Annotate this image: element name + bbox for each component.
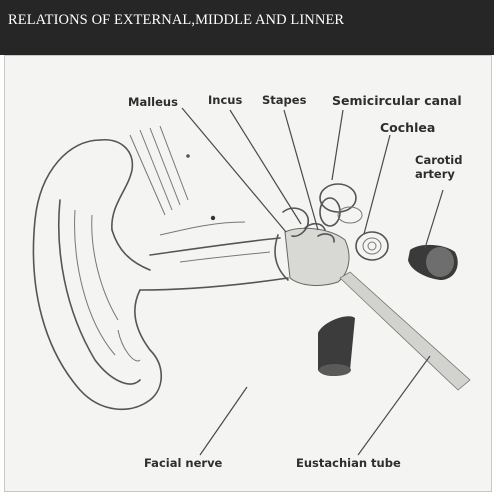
facial-nerve-shape (318, 316, 355, 376)
label-malleus: Malleus (128, 95, 178, 109)
auricle (33, 140, 161, 410)
label-eustachian-tube: Eustachian tube (296, 456, 401, 470)
eustachian-tube (340, 272, 470, 390)
ear-canal (140, 222, 288, 290)
label-artery: artery (415, 167, 455, 181)
label-carotid: Carotid (415, 153, 462, 167)
label-incus: Incus (208, 93, 242, 107)
carotid-artery-shape (408, 245, 458, 280)
label-stapes: Stapes (262, 93, 307, 107)
label-semicircular-canal: Semicircular canal (332, 93, 462, 108)
label-cochlea: Cochlea (380, 120, 435, 135)
label-facial-nerve: Facial nerve (144, 456, 223, 470)
temporal-bone-lines (130, 126, 215, 220)
